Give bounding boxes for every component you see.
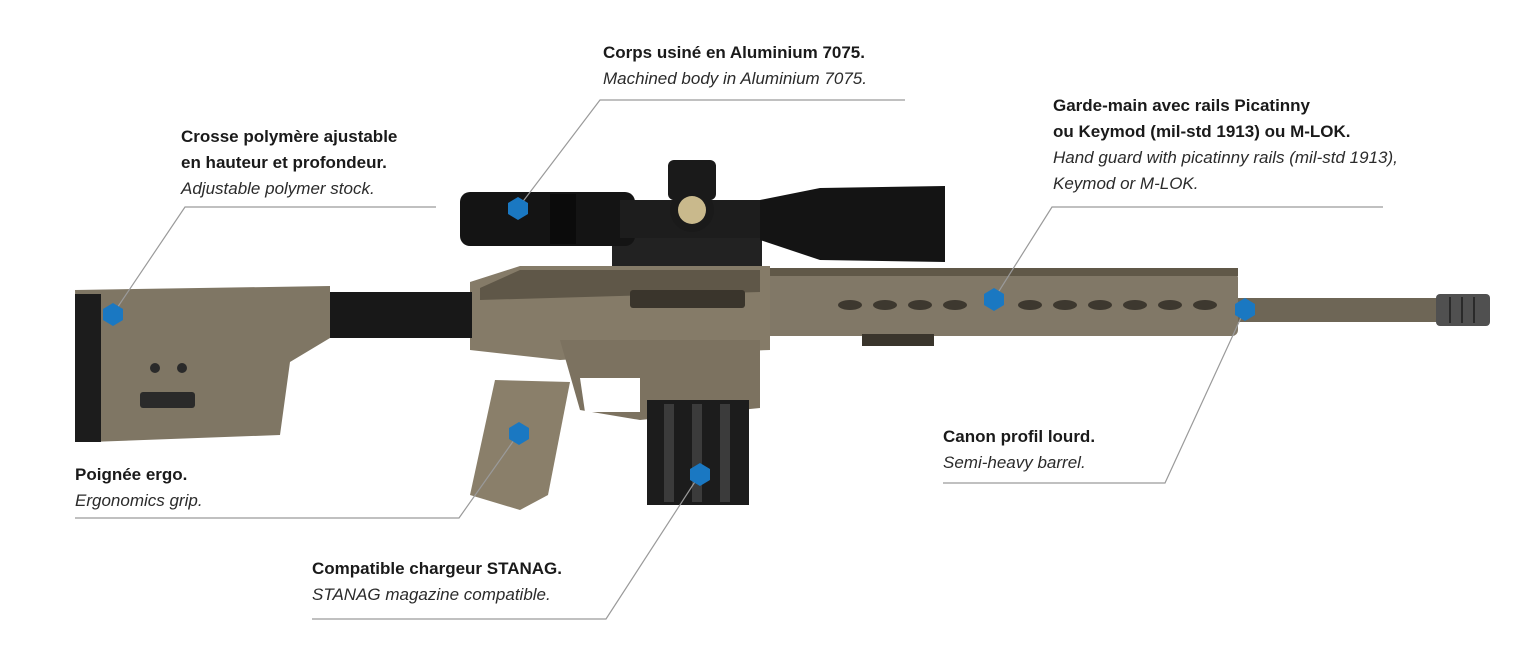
markers <box>103 197 1255 486</box>
label-magazine-fr: Compatible chargeur STANAG. <box>312 559 562 578</box>
leader-lines <box>75 99 1383 620</box>
muzzle-slots <box>1449 297 1475 323</box>
rifle-illustration <box>75 160 1490 510</box>
marker-handguard[interactable] <box>984 288 1004 311</box>
label-stock-fr-2: en hauteur et profondeur. <box>181 153 387 172</box>
label-magazine-en: STANAG magazine compatible. <box>312 585 551 604</box>
magazine <box>647 400 749 505</box>
leader-line-grip <box>75 432 520 519</box>
label-handguard-en-2: Keymod or M-LOK. <box>1053 174 1199 193</box>
scope <box>460 160 945 262</box>
leader-line-stock <box>112 206 436 315</box>
pistol-grip <box>470 380 570 510</box>
label-grip-en: Ergonomics grip. <box>75 491 203 510</box>
label-grip: Poignée ergo. Ergonomics grip. <box>75 462 203 514</box>
buffer-tube <box>320 292 472 338</box>
marker-magazine[interactable] <box>690 463 710 486</box>
label-handguard-fr-1: Garde-main avec rails Picatinny <box>1053 96 1311 115</box>
label-handguard: Garde-main avec rails Picatinny ou Keymo… <box>1053 93 1398 197</box>
barrel <box>1230 298 1445 322</box>
marker-body[interactable] <box>508 197 528 220</box>
marker-grip[interactable] <box>509 422 529 445</box>
label-handguard-en-1: Hand guard with picatinny rails (mil-std… <box>1053 148 1398 167</box>
label-stock: Crosse polymère ajustable en hauteur et … <box>181 124 397 202</box>
leader-line-handguard <box>993 206 1383 300</box>
label-handguard-fr-2: ou Keymod (mil-std 1913) ou M-LOK. <box>1053 122 1351 141</box>
label-barrel: Canon profil lourd. Semi-heavy barrel. <box>943 424 1095 476</box>
label-body: Corps usiné en Aluminium 7075. Machined … <box>603 40 867 92</box>
leader-line-magazine <box>312 473 701 620</box>
handguard-slots <box>838 300 1217 310</box>
label-barrel-en: Semi-heavy barrel. <box>943 453 1086 472</box>
leader-line-body <box>517 99 905 209</box>
label-grip-fr: Poignée ergo. <box>75 465 188 484</box>
marker-barrel[interactable] <box>1235 298 1255 321</box>
label-stock-en: Adjustable polymer stock. <box>181 179 375 198</box>
stock <box>75 286 330 442</box>
label-body-en: Machined body in Aluminium 7075. <box>603 69 867 88</box>
label-body-fr: Corps usiné en Aluminium 7075. <box>603 43 865 62</box>
marker-stock[interactable] <box>103 303 123 326</box>
label-magazine: Compatible chargeur STANAG. STANAG magaz… <box>312 556 562 608</box>
leader-line-barrel <box>943 308 1246 484</box>
label-stock-fr-1: Crosse polymère ajustable <box>181 127 398 146</box>
label-barrel-fr: Canon profil lourd. <box>943 427 1096 446</box>
